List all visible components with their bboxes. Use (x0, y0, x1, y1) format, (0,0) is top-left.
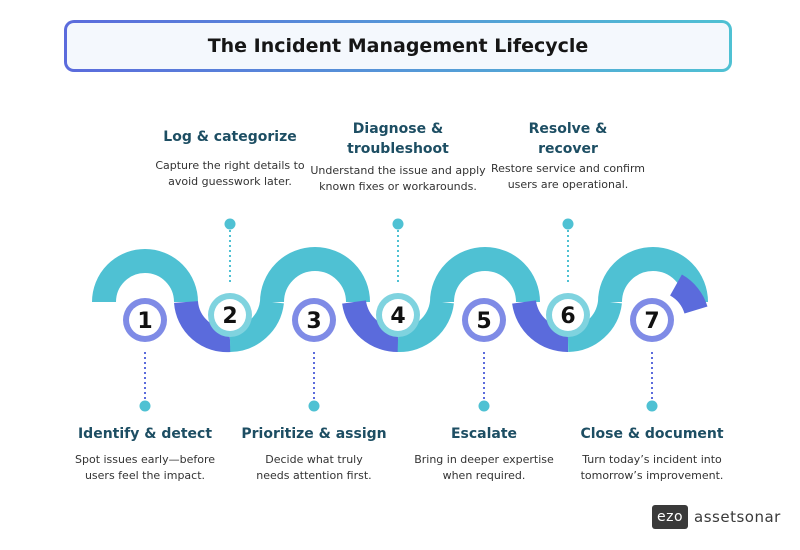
step-number-1: 1 (137, 309, 152, 334)
step-badge-4 (382, 299, 414, 331)
wave-arc-5b (512, 299, 569, 353)
wave-arc-6 (567, 299, 622, 352)
step-6-title: Resolve &recover (528, 121, 608, 157)
dot-3 (308, 400, 320, 412)
dot-4 (392, 218, 404, 230)
wave-arc-1 (92, 249, 198, 303)
step-number-5: 5 (476, 309, 491, 334)
wave-arc-5 (430, 247, 540, 303)
step-number-4: 4 (390, 304, 405, 329)
step-number-7: 7 (644, 309, 659, 334)
step-1-title: Identify & detect (77, 426, 213, 442)
wave-arc-7b (669, 274, 708, 315)
dot-6 (562, 218, 574, 230)
step-badge-5 (468, 304, 500, 336)
step-4-title: Diagnose &troubleshoot (347, 121, 449, 157)
logo-name: assetsonar (694, 508, 781, 526)
dot-5 (478, 400, 490, 412)
dot-7 (646, 400, 658, 412)
brand-logo: ezo assetsonar (652, 505, 781, 529)
step-badge-7 (636, 304, 668, 336)
title-banner: The Incident Management Lifecycle (64, 20, 732, 72)
step-7-title: Close & document (580, 426, 724, 442)
wave-arc-1b (174, 300, 231, 353)
wave-arc-4 (397, 299, 454, 352)
wave-arc-3b (342, 299, 399, 353)
logo-badge: ezo (652, 505, 689, 529)
step-5-title: Escalate (450, 426, 518, 442)
dot-2 (224, 218, 236, 230)
step-badge-2 (214, 299, 246, 331)
step-3-title: Prioritize & assign (241, 426, 387, 442)
wave-arc-3 (260, 247, 370, 303)
wave-arc-2 (229, 299, 284, 352)
step-badge-3 (298, 304, 330, 336)
step-number-6: 6 (560, 304, 575, 329)
step-badge-6 (552, 299, 584, 331)
step-number-3: 3 (306, 309, 321, 334)
page-title: The Incident Management Lifecycle (67, 23, 729, 69)
step-badge-1 (129, 304, 161, 336)
step-2-title: Log & categorize (163, 129, 297, 145)
dot-1 (139, 400, 151, 412)
step-number-2: 2 (222, 304, 237, 329)
